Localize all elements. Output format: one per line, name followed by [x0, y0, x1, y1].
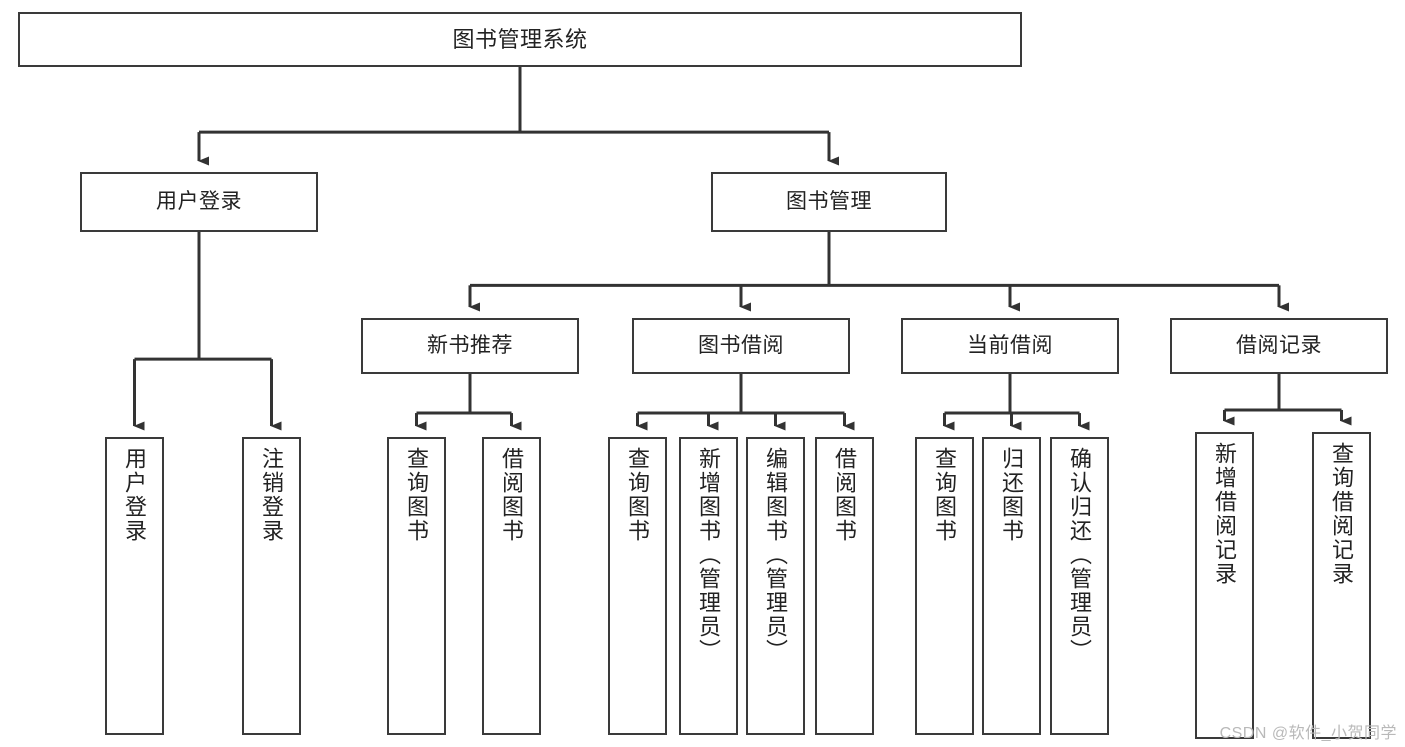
- node-label: 查询图书: [404, 447, 430, 543]
- node-label: 查询图书: [625, 447, 651, 543]
- node-current[interactable]: 当前借阅: [901, 318, 1119, 374]
- node-label: 编辑图书（管理员）: [763, 447, 789, 663]
- node-borrow[interactable]: 图书借阅: [632, 318, 850, 374]
- node-leaf-2[interactable]: 注销登录: [242, 437, 301, 735]
- node-label: 图书管理系统: [452, 26, 588, 52]
- node-leaf-10[interactable]: 归还图书: [982, 437, 1041, 735]
- node-label: 借阅图书: [499, 447, 525, 543]
- node-leaf-3[interactable]: 查询图书: [387, 437, 446, 735]
- node-label: 借阅图书: [832, 447, 858, 543]
- node-label: 新书推荐: [427, 333, 513, 357]
- node-leaf-1[interactable]: 用户登录: [105, 437, 164, 735]
- node-label: 用户登录: [156, 189, 242, 213]
- node-leaf-13[interactable]: 查询借阅记录: [1312, 432, 1371, 739]
- node-label: 新增借阅记录: [1212, 442, 1238, 586]
- node-leaf-11[interactable]: 确认归还（管理员）: [1050, 437, 1109, 735]
- node-label: 查询图书: [932, 447, 958, 543]
- node-bookmgr[interactable]: 图书管理: [711, 172, 947, 232]
- node-label: 归还图书: [999, 447, 1025, 543]
- csdn-watermark: CSDN @软件_小贺同学: [1219, 725, 1397, 742]
- node-label: 图书借阅: [698, 333, 784, 357]
- node-label: 用户登录: [122, 447, 148, 543]
- node-leaf-12[interactable]: 新增借阅记录: [1195, 432, 1254, 739]
- node-label: 注销登录: [259, 447, 285, 543]
- node-root[interactable]: 图书管理系统: [18, 12, 1022, 67]
- node-label: 图书管理: [786, 189, 872, 213]
- node-leaf-7[interactable]: 编辑图书（管理员）: [746, 437, 805, 735]
- node-records[interactable]: 借阅记录: [1170, 318, 1388, 374]
- node-label: 确认归还（管理员）: [1067, 447, 1093, 663]
- node-leaf-8[interactable]: 借阅图书: [815, 437, 874, 735]
- node-label: 当前借阅: [967, 333, 1053, 357]
- node-leaf-4[interactable]: 借阅图书: [482, 437, 541, 735]
- node-leaf-6[interactable]: 新增图书（管理员）: [679, 437, 738, 735]
- node-leaf-5[interactable]: 查询图书: [608, 437, 667, 735]
- node-newbook[interactable]: 新书推荐: [361, 318, 579, 374]
- node-leaf-9[interactable]: 查询图书: [915, 437, 974, 735]
- node-label: 查询借阅记录: [1329, 442, 1355, 586]
- node-label: 借阅记录: [1236, 333, 1322, 357]
- node-login[interactable]: 用户登录: [80, 172, 318, 232]
- node-label: 新增图书（管理员）: [696, 447, 722, 663]
